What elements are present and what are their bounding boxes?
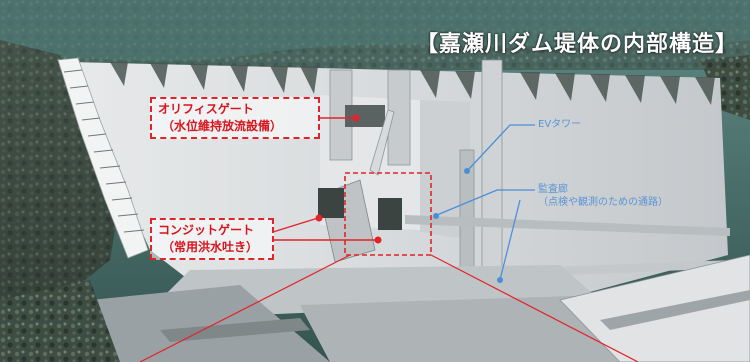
- inspection-gallery-subtitle: （点検や観測のための通路）: [538, 197, 668, 208]
- ev-tower-label: EVタワー: [538, 119, 582, 130]
- conduit-gate-sublabel: （常用洪水吐き）: [162, 240, 259, 254]
- inspection-gallery-label: 監査廊 （点検や観測のための通路）: [538, 183, 668, 209]
- inspection-gallery-title: 監査廊: [538, 184, 568, 195]
- diagram-title: 【嘉瀬川ダム堤体の内部構造】: [415, 32, 738, 57]
- conduit-gate-callout: コンジットゲート （常用洪水吐き）: [150, 218, 274, 260]
- orifice-gate-label: オリフィスゲート: [158, 102, 254, 116]
- orifice-gate-sublabel: （水位維持放流設備）: [162, 119, 283, 133]
- orifice-gate-callout: オリフィスゲート （水位維持放流設備）: [150, 97, 320, 139]
- conduit-gate-label: コンジットゲート: [158, 223, 255, 237]
